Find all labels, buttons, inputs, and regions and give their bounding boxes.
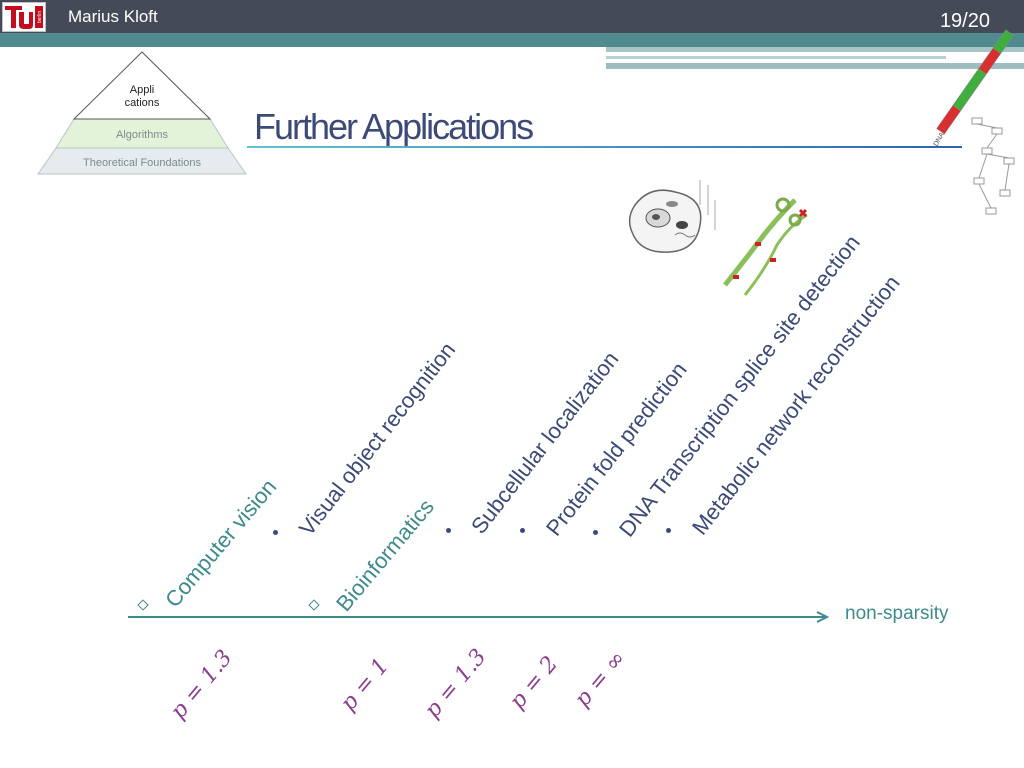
- bullet: [593, 530, 598, 535]
- header-bar: [0, 0, 1024, 33]
- title-underline: [247, 146, 962, 148]
- bullet: [520, 528, 525, 533]
- pyramid-top-label-1: Appli: [130, 84, 154, 96]
- slide-title: Further Applications: [254, 106, 534, 147]
- metabolic-network-image: [971, 117, 1015, 215]
- bullet: [666, 528, 671, 533]
- pyramid-top-label-2: cations: [125, 97, 160, 109]
- svg-text:berlin: berlin: [37, 11, 43, 23]
- bullet: [273, 530, 278, 535]
- header-decor-line: [606, 63, 1024, 69]
- category-computer-vision: Computer vision: [160, 474, 282, 613]
- protein-fold-image: [723, 197, 808, 296]
- dna-strand-image: DNA: [933, 29, 1014, 148]
- header-accent-bar: [0, 33, 1024, 47]
- p-value-label: p = 1.3: [166, 645, 238, 725]
- category-bioinformatics: Bioinformatics: [331, 494, 439, 617]
- pyramid-diagram: Appli cations Algorithms Theoretical Fou…: [37, 51, 247, 175]
- pyramid-middle-label: Algorithms: [116, 129, 168, 141]
- page-number: 19/20: [939, 10, 990, 32]
- p-value-label: p = 2: [505, 651, 564, 715]
- cell-diagram-image: [628, 180, 716, 253]
- p-value-label: p = ∞: [570, 646, 631, 713]
- author-name: Marius Kloft: [68, 7, 158, 26]
- bullet: [446, 528, 451, 533]
- non-sparsity-axis: [128, 611, 830, 623]
- item-protein-fold-prediction: Protein fold prediction: [541, 357, 692, 541]
- tu-berlin-logo: berlin: [2, 2, 46, 32]
- p-value-label: p = 1.3: [420, 644, 492, 724]
- p-value-label: p = 1: [336, 653, 395, 717]
- pyramid-applications-tier: [72, 51, 212, 120]
- pyramid-bottom-label: Theoretical Foundations: [83, 157, 202, 169]
- axis-label: non-sparsity: [845, 603, 949, 624]
- header-decor-line: [606, 47, 1024, 52]
- item-subcellular-localization: Subcellular localization: [466, 346, 624, 539]
- header-decor-line: [606, 56, 946, 59]
